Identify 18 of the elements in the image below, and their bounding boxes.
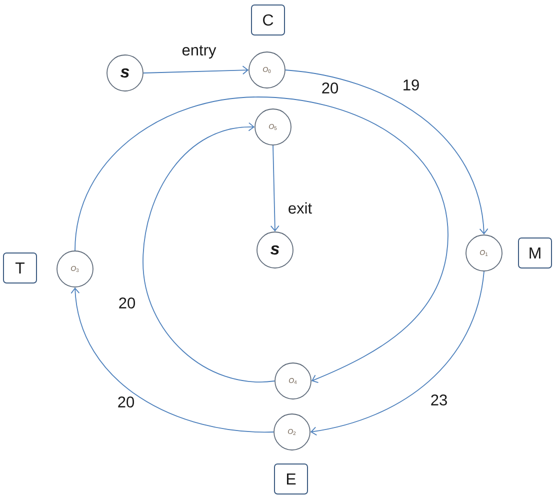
arrow — [270, 145, 280, 232]
arrow — [70, 287, 274, 432]
edge-label: 20 — [117, 296, 137, 310]
letter-box: E — [274, 464, 308, 494]
arrow — [310, 271, 484, 436]
arrow — [143, 66, 249, 75]
edge-label: 23 — [429, 394, 449, 406]
edge-label: 19 — [401, 78, 421, 92]
letter-box: T — [3, 252, 37, 284]
arrow — [142, 122, 275, 382]
arrow — [285, 70, 488, 235]
edge-label: entry — [180, 44, 218, 60]
letter-box: M — [518, 238, 552, 268]
edge-label: 20 — [320, 82, 340, 94]
letter-box: C — [251, 4, 285, 36]
edge-label: 20 — [116, 396, 136, 408]
edge-label: exit — [286, 201, 314, 215]
arrow — [74, 96, 448, 384]
